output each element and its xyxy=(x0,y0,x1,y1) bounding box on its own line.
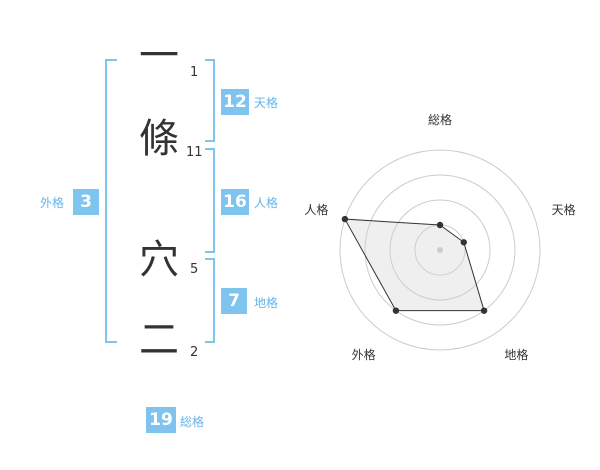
stroke-count-2: 11 xyxy=(186,145,203,160)
jinkaku-bracket xyxy=(205,148,215,253)
gaikaku-label: 外格 xyxy=(40,196,65,210)
tenkaku-label: 天格 xyxy=(254,96,279,110)
radar-point-3 xyxy=(480,307,488,314)
radar-point-4 xyxy=(392,307,400,314)
stroke-count-4: 2 xyxy=(190,345,199,360)
radar-point-5 xyxy=(341,215,349,223)
jinkaku-value: 16 xyxy=(221,189,249,215)
soukaku-label: 総格 xyxy=(180,415,205,429)
name-char-2: 條 xyxy=(139,116,179,162)
tenkaku-bracket xyxy=(205,59,215,142)
chikaku-value: 7 xyxy=(221,288,247,314)
radar-data-polygon xyxy=(344,218,485,312)
radar-axis-label-4: 外格 xyxy=(352,347,376,362)
stroke-count-1: 1 xyxy=(190,65,199,80)
radar-axis-label-2: 天格 xyxy=(552,202,576,217)
radar-point-1 xyxy=(436,221,444,229)
name-char-1: 一 xyxy=(139,33,179,79)
tenkaku-value: 12 xyxy=(221,89,249,115)
radar-center-dot xyxy=(437,247,443,253)
chikaku-label: 地格 xyxy=(254,296,279,310)
soukaku-value: 19 xyxy=(146,407,176,433)
gaikaku-bracket xyxy=(105,59,117,343)
radar-axis-label-1: 総格 xyxy=(428,112,452,127)
gaikaku-value: 3 xyxy=(73,189,99,215)
name-char-4: 二 xyxy=(139,317,179,363)
radar-axis-label-3: 地格 xyxy=(504,347,528,362)
chikaku-bracket xyxy=(205,258,215,343)
jinkaku-label: 人格 xyxy=(254,196,279,210)
radar-point-2 xyxy=(460,239,467,246)
stroke-count-3: 5 xyxy=(190,262,199,277)
name-char-3: 穴 xyxy=(139,237,179,283)
radar-axis-label-5: 人格 xyxy=(304,202,328,217)
